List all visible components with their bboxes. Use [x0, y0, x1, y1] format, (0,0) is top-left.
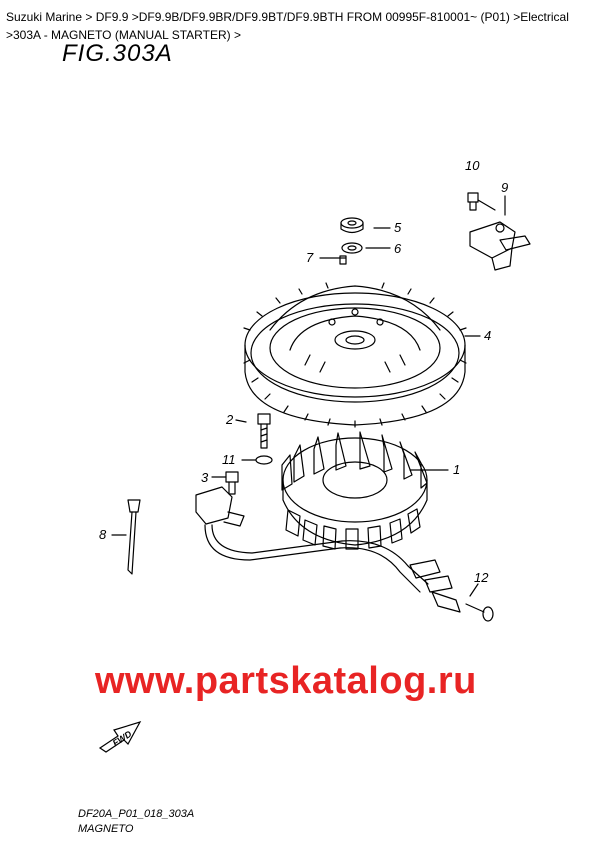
callout-11: 11 [222, 452, 236, 467]
breadcrumb[interactable]: Suzuki Marine > DF9.9 >DF9.9B/DF9.9BR/DF… [6, 10, 569, 42]
drawing-code: DF20A_P01_018_303A [78, 808, 195, 820]
bolt-stator [257, 413, 271, 449]
stator [281, 431, 428, 550]
caption: MAGNETO [78, 823, 134, 835]
washer [341, 242, 363, 254]
callout-6: 6 [394, 241, 402, 256]
harness [195, 486, 461, 613]
callout-2: 2 [225, 412, 234, 427]
nut [340, 217, 364, 234]
washer-stator [255, 455, 273, 465]
fwd-arrow-icon: FWD [98, 720, 142, 753]
callout-4: 4 [484, 328, 491, 343]
bolt-clamp [225, 471, 239, 495]
callout-8: 8 [99, 527, 107, 542]
flywheel [243, 282, 467, 428]
callout-3: 3 [201, 470, 209, 485]
sensor [469, 221, 531, 271]
watermark: www.partskatalog.ru [95, 660, 477, 702]
callout-12: 12 [474, 570, 489, 585]
callout-1: 1 [453, 462, 460, 477]
key [339, 255, 347, 265]
cable-tie [127, 499, 141, 575]
callout-7: 7 [306, 250, 314, 265]
callout-10: 10 [465, 158, 480, 173]
callout-9: 9 [501, 180, 508, 195]
screw [465, 603, 494, 622]
figure-title: FIG.303A [62, 40, 173, 67]
bolt-sensor [467, 192, 479, 211]
callout-5: 5 [394, 220, 402, 235]
